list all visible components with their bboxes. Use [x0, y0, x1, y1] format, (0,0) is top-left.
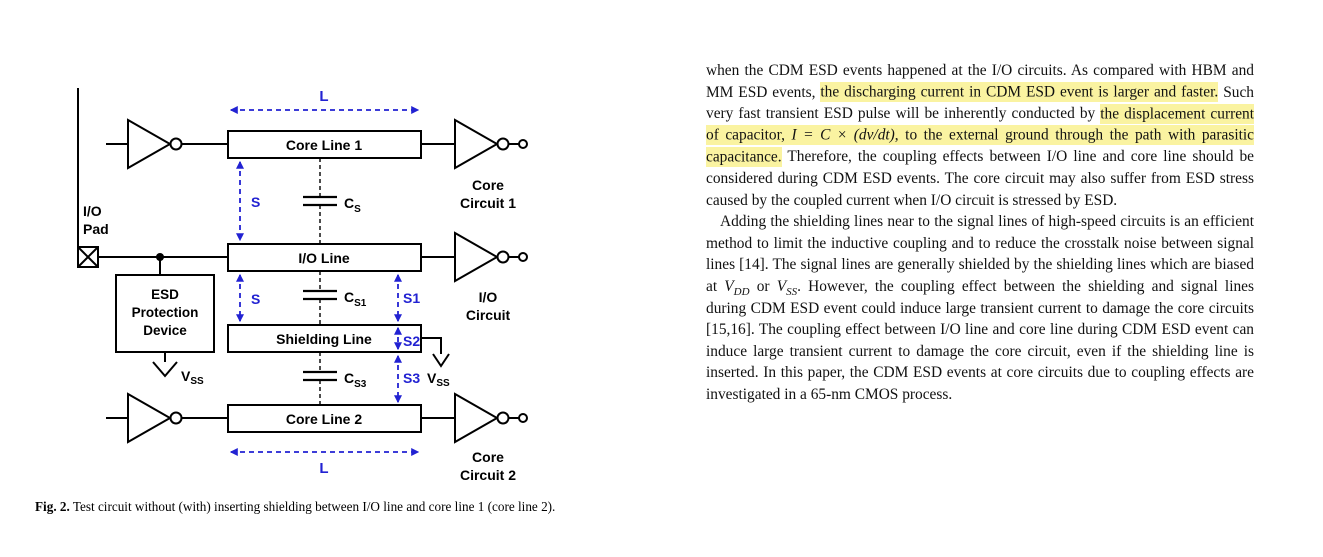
io-pad-symbol	[77, 246, 99, 268]
inverter-buffer-core1-right	[421, 118, 528, 170]
vdd-symbol: V	[724, 277, 734, 295]
esd-label-line1: ESD	[151, 287, 179, 302]
vss-subscript: SS	[786, 286, 797, 298]
figure-caption-text: Test circuit without (with) inserting sh…	[69, 499, 556, 514]
highlighted-text: the discharging current in CDM ESD event…	[820, 82, 1219, 103]
text-run: Such very fast transient ESD pulse will …	[706, 83, 1254, 123]
figure-2-diagram: I/O Pad ESD Protection Device VSS Core L…	[77, 88, 528, 483]
esd-label-line3: Device	[143, 323, 187, 338]
inverter-buffer-core1-left	[106, 118, 228, 170]
capacitor-cs: CS	[303, 158, 361, 244]
inverter-buffer-io-right	[421, 231, 528, 283]
inverter-buffer-core2-left	[106, 392, 228, 444]
core-line-1-label: Core Line 1	[286, 137, 362, 153]
inverter-triangle	[454, 392, 500, 444]
cap-cs3-sub: S3	[354, 379, 367, 390]
dim-label-L-bottom: L	[319, 460, 328, 477]
capacitor-cs1: CS1	[303, 271, 367, 325]
esd-protection-device: ESD Protection Device	[115, 274, 215, 353]
io-circuit-label-line2: Circuit	[466, 307, 511, 323]
vss-left-main: V	[181, 368, 191, 384]
core-circuit-2-label-line2: Circuit 2	[460, 467, 516, 483]
io-pad-label-line2: Pad	[83, 221, 109, 237]
paragraph-shielding-lines: Adding the shielding lines near to the s…	[706, 211, 1254, 405]
dim-label-S-upper: S	[251, 194, 260, 210]
inverter-buffer-core2-right	[421, 392, 528, 444]
dimension-S1: S1	[394, 273, 420, 323]
formula-text: I = C × (dv/dt)	[791, 126, 895, 144]
ground-arrow-left	[152, 361, 178, 378]
cap-cs-sub: S	[354, 204, 361, 215]
cap-cs-label: CS	[344, 195, 361, 215]
io-circuit-label-line1: I/O	[479, 289, 498, 305]
inverter-bubble	[496, 411, 510, 425]
cap-cs1-label: CS1	[344, 289, 367, 309]
cap-cs1-sub: S1	[354, 298, 367, 309]
text-run: Therefore, the coupling effects between …	[706, 148, 1254, 209]
vss-right-label: VSS	[427, 370, 450, 389]
cap-cs3-main: C	[344, 370, 354, 386]
capacitor-cs3: CS3	[303, 352, 367, 405]
text-run: Adding the shielding lines near to the s…	[706, 213, 1254, 295]
inverter-triangle	[127, 118, 173, 170]
figure-caption-label: Fig. 2.	[35, 499, 70, 514]
figure-caption: Fig. 2. Test circuit without (with) inse…	[35, 498, 575, 515]
core-circuit-1-label-line2: Circuit 1	[460, 195, 516, 211]
cap-cs-main: C	[344, 195, 354, 211]
vss-symbol: V	[776, 277, 787, 295]
text-run: or	[749, 277, 777, 295]
inverter-bubble	[169, 137, 183, 151]
shield-to-vss-wire	[421, 337, 450, 368]
core-circuit-1-label-line1: Core	[472, 177, 504, 193]
core-line-2-label: Core Line 2	[286, 411, 362, 427]
dim-label-S2: S2	[403, 333, 420, 349]
output-terminal	[518, 413, 528, 423]
ground-symbol-left	[152, 352, 178, 378]
cap-cs1-main: C	[344, 289, 354, 305]
text-run: . However, the coupling effect between t…	[706, 277, 1254, 403]
ground-arrow-right	[432, 353, 450, 368]
cap-cs3-label: CS3	[344, 370, 367, 390]
output-terminal	[518, 139, 528, 149]
dimension-S-lower: S	[236, 273, 260, 323]
vss-right-sub: SS	[436, 378, 450, 389]
pad-to-ioline-wire	[98, 253, 228, 275]
io-line-box	[227, 243, 422, 272]
dimension-S2: S2	[394, 326, 420, 351]
paragraph-cdm-esd-events: when the CDM ESD events happened at the …	[706, 60, 1254, 211]
dimension-S-upper: S	[236, 160, 260, 242]
esd-label-line2: Protection	[132, 305, 199, 320]
shielding-line-box	[227, 324, 422, 353]
vss-left-sub: SS	[190, 376, 204, 387]
dimension-L-top: L	[229, 88, 420, 114]
output-terminal	[518, 252, 528, 262]
core-circuit-2-label-line1: Core	[472, 449, 504, 465]
vss-left-label: VSS	[181, 368, 204, 387]
inverter-triangle	[127, 392, 173, 444]
highlighted-formula: I = C × (dv/dt)	[791, 125, 895, 146]
shield-vss-wire	[421, 337, 442, 354]
shielding-line-label: Shielding Line	[276, 331, 372, 347]
dim-label-S3: S3	[403, 370, 420, 386]
inverter-bubble	[496, 250, 510, 264]
dim-label-S-lower: S	[251, 291, 260, 307]
dim-label-L-top: L	[319, 88, 328, 105]
text-run: when the CDM ESD events happened at the …	[706, 62, 1254, 101]
vss-subscript-text: SS	[786, 286, 798, 299]
dimension-L-bottom: L	[229, 448, 420, 477]
dim-label-S1: S1	[403, 290, 420, 306]
inverter-triangle	[454, 231, 500, 283]
pad-x-2	[77, 246, 99, 268]
inverter-bubble	[169, 411, 183, 425]
vdd-subscript: DD	[734, 286, 750, 298]
dimension-S3: S3	[394, 354, 420, 404]
inverter-bubble	[496, 137, 510, 151]
core-line-2-box	[227, 404, 422, 433]
vss-right-main: V	[427, 370, 437, 386]
io-pad-label-line1: I/O	[83, 203, 102, 219]
io-line-label: I/O Line	[298, 250, 350, 266]
inverter-triangle	[454, 118, 500, 170]
vdd-subscript-text: DD	[733, 286, 750, 299]
article-text-column: when the CDM ESD events happened at the …	[706, 60, 1254, 406]
